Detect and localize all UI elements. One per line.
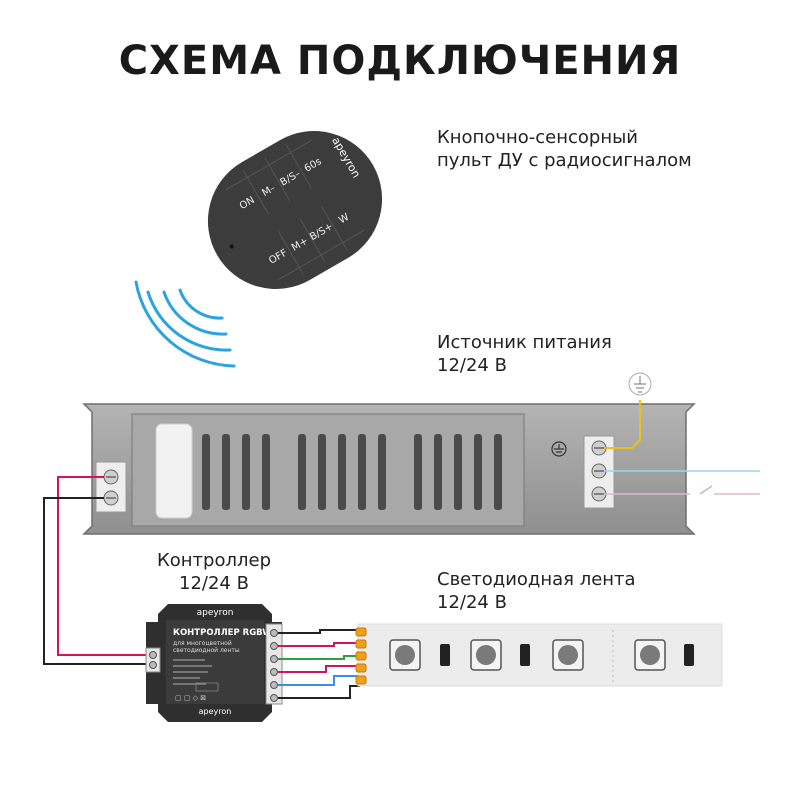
certification-marks: ▢ ▢ ◇ ⊠ xyxy=(175,694,206,702)
led-chip xyxy=(552,639,584,671)
remote-label-line-2: пульт ДУ с радиосигналом xyxy=(437,150,692,171)
led-chip xyxy=(634,639,666,671)
psu-label: Источник питания 12/24 В xyxy=(437,331,612,377)
psu-vent-slots xyxy=(202,434,502,510)
controller-strip-wires xyxy=(278,629,360,699)
led-strip xyxy=(355,623,723,687)
psu-controller-wires xyxy=(43,476,150,665)
ground-icon xyxy=(628,372,652,396)
psu-label-line-2: 12/24 В xyxy=(437,355,507,376)
controller-subheading-2: светодиодной ленты xyxy=(173,647,240,654)
led-chip xyxy=(389,639,421,671)
screw-icon xyxy=(591,440,607,502)
page-title: СХЕМА ПОДКЛЮЧЕНИЯ xyxy=(118,38,682,84)
led-chip xyxy=(470,639,502,671)
remote-label-line-1: Кнопочно-сенсорный xyxy=(437,127,639,148)
controller-subheading-1: для многоцветной xyxy=(173,640,232,647)
ground-symbol-icon xyxy=(551,441,567,457)
controller: apeyron apeyron КОНТРОЛЛЕР RGBW для мног… xyxy=(145,604,283,722)
controller-heading: КОНТРОЛЛЕР RGBW xyxy=(173,628,272,638)
strip-label: Светодиодная лента 12/24 В xyxy=(437,568,636,614)
remote-control: ON M– B/S– 60s OFF M+ B/S+ W apeyron xyxy=(207,131,383,289)
remote-ir-dot xyxy=(229,244,234,249)
strip-solder-pads xyxy=(355,627,367,685)
controller-brand-logo: apeyron xyxy=(197,608,234,618)
strip-label-line-1: Светодиодная лента xyxy=(437,569,636,590)
remote-button-white: W xyxy=(337,212,351,227)
remote-touch-strip xyxy=(239,170,360,245)
remote-label: Кнопочно-сенсорный пульт ДУ с радиосигна… xyxy=(437,126,692,172)
controller-label-line-1: Контроллер xyxy=(157,550,271,571)
mains-wires xyxy=(604,400,760,495)
controller-label: Контроллер 12/24 В xyxy=(146,549,282,595)
radio-signal-icon xyxy=(134,280,236,368)
controller-spec-lines xyxy=(173,659,212,685)
screw-icon xyxy=(103,469,119,506)
controller-barcode xyxy=(195,682,219,692)
psu-label-sticker xyxy=(155,423,193,519)
controller-brand-logo-bottom: apeyron xyxy=(199,707,232,716)
resistor xyxy=(440,644,694,666)
strip-label-line-2: 12/24 В xyxy=(437,592,507,613)
controller-label-line-2: 12/24 В xyxy=(179,573,249,594)
psu-label-line-1: Источник питания xyxy=(437,332,612,353)
power-supply xyxy=(82,403,696,535)
